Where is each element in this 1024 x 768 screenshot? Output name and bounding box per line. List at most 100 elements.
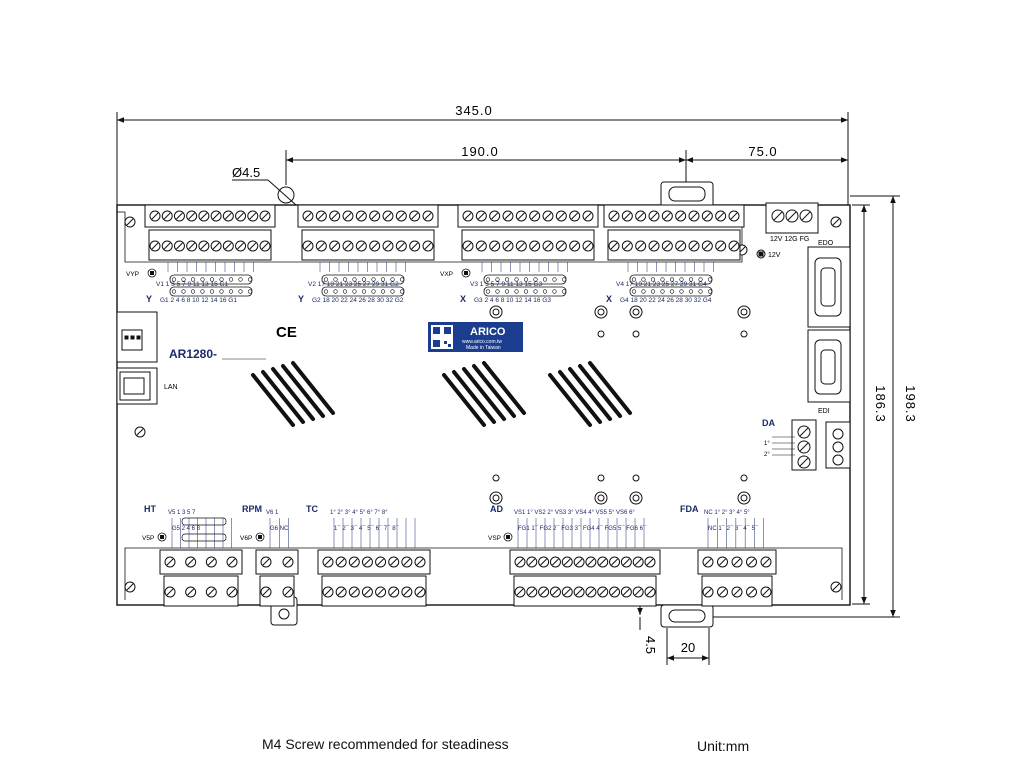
standoff (737, 305, 751, 319)
pin-row-odd: V1 1 3 5 7 9 11 13 15 G1 (156, 281, 229, 288)
bottom-terminal-block (255, 549, 299, 607)
da-pin-1: 1° (764, 441, 770, 447)
standoff (489, 491, 503, 505)
pin-row-even: G3 2 4 6 8 10 12 14 16 G3 (474, 297, 551, 304)
power-terminal (765, 202, 819, 234)
arico-logo: ARICO www.arico.com.tw Made in Taiwan (428, 322, 523, 352)
mounting-screw (124, 581, 136, 593)
bottom-terminal-block (159, 549, 243, 607)
mounting-tab-bottom (660, 604, 714, 628)
edo-port (807, 246, 851, 328)
pin-row-pos: VS1 1° VS2 2° VS3 3° VS4 4° VS5 5° VS6 6… (514, 510, 635, 516)
vent-slots-right (548, 361, 632, 427)
top-terminal-block (144, 204, 276, 261)
connector-name: AD (490, 504, 503, 514)
led-label: VSP (488, 535, 501, 542)
pin-row-neg: G5 2 4 6 8 (172, 526, 201, 532)
connector-name: FDA (680, 504, 699, 514)
pin-row-even: G1 2 4 6 8 10 12 14 16 G1 (160, 297, 237, 304)
hole (492, 474, 500, 482)
mounting-screw (124, 216, 136, 228)
mounting-tab-top (660, 181, 714, 209)
pin-row-pos: NC 1° 2° 3° 4° 5° (704, 510, 750, 516)
da-leaders (772, 436, 795, 456)
dimension-overall-width (116, 112, 849, 205)
mounting-screw (830, 216, 842, 228)
right-offset-label: 75.0 (748, 144, 777, 159)
ce-mark: CE (276, 324, 297, 341)
pin-row-neg: FG1 1¯ FG2 2¯ FG3 3¯ FG4 4¯ FG5 5¯ FG6 6… (518, 525, 647, 532)
standoff (737, 491, 751, 505)
connector-name: RPM (242, 504, 262, 514)
pin-row-neg: NC 1¯ 2¯ 3¯ 4¯ 5¯ (708, 525, 759, 532)
bottom-offset-label: 4.5 (643, 636, 658, 654)
mounting-screw (830, 581, 842, 593)
bottom-terminal-block (697, 549, 777, 607)
top-terminal-block (603, 204, 745, 261)
mounting-screw (134, 426, 146, 438)
standoffs (489, 305, 751, 505)
hole (740, 330, 748, 338)
pin-row-odd: V4 17 19 21 23 25 27 29 31 G4 (616, 281, 707, 288)
bottom-terminal-blocks (159, 549, 777, 607)
overall-height-label: 198.3 (903, 385, 918, 423)
led-label: VXP (440, 271, 453, 278)
power-led (756, 249, 766, 259)
hole-diameter-callout (232, 179, 297, 206)
corner-screws (124, 216, 842, 593)
da-label: DA (762, 418, 775, 428)
mechanical-drawing: 345.0 190.0 75.0 Ø4.5 198.3 186.3 4.5 20 (116, 103, 918, 665)
board-outline (116, 204, 851, 606)
dimension-hole-spacing (285, 150, 848, 185)
top-pinout: V1 1 3 5 7 9 11 13 15 G1 G1 2 4 6 8 10 12… (126, 262, 254, 304)
hole (597, 330, 605, 338)
connector-name: TC (306, 504, 318, 514)
pin-row-odd: V3 1 3 5 7 9 11 13 15 G3 (470, 281, 543, 288)
edi-port (807, 329, 851, 403)
led-label: VYP (126, 271, 139, 278)
hole (632, 330, 640, 338)
top-pinouts: V1 1 3 5 7 9 11 13 15 G1 G1 2 4 6 8 10 12… (126, 262, 714, 304)
logo-origin: Made in Taiwan (466, 345, 501, 351)
logo-brand: ARICO (470, 326, 506, 338)
hole (597, 474, 605, 482)
standoff (594, 491, 608, 505)
hole-diameter-label: Ø4.5 (232, 165, 260, 180)
standoff (629, 491, 643, 505)
logo-url: www.arico.com.tw (462, 339, 502, 345)
axis-label: Y (298, 294, 304, 304)
model-label: AR1280- (169, 347, 217, 361)
standoff (594, 305, 608, 319)
axis-label: Y (146, 294, 152, 304)
pin-row-pos: V5 1 3 5 7 (168, 510, 196, 516)
lan-label: LAN (164, 384, 178, 391)
led-label: V5P (142, 535, 154, 542)
standoff (629, 305, 643, 319)
pin-row-even: G4 18 20 22 24 26 28 30 32 G4 (620, 297, 712, 304)
tab-width-label: 20 (681, 640, 695, 655)
body-height-label: 186.3 (873, 385, 888, 423)
bottom-pinout: AD VS1 1° VS2 2° VS3 3° VS4 4° VS5 5° VS6… (488, 504, 647, 548)
lan-port (116, 367, 158, 405)
edi-label: EDI (818, 408, 830, 415)
power-terminal-labels: 12V 12G FG (770, 236, 809, 243)
top-terminal-blocks (144, 204, 745, 261)
da-pin-2: 2° (764, 452, 770, 458)
header-connector (116, 311, 158, 363)
da-terminal (791, 419, 851, 471)
pin-row-even: G2 18 20 22 24 26 28 30 32 G2 (312, 297, 404, 304)
vent-slots-middle (442, 361, 526, 427)
hole (632, 474, 640, 482)
pin-row-pos: V6 1 (266, 510, 279, 516)
top-pinout: V3 1 3 5 7 9 11 13 15 G3 G3 2 4 6 8 10 12… (440, 262, 568, 304)
bottom-terminal-block (317, 549, 431, 607)
pin-row-neg: 1¯ 2¯ 3¯ 4¯ 5¯ 6¯ 7¯ 8¯ (334, 525, 400, 532)
power-led-label: 12V (768, 252, 781, 259)
top-terminal-block (457, 204, 599, 261)
bottom-pinout: FDA NC 1° 2° 3° 4° 5° NC 1¯ 2¯ 3¯ 4¯ 5¯ (680, 504, 764, 548)
